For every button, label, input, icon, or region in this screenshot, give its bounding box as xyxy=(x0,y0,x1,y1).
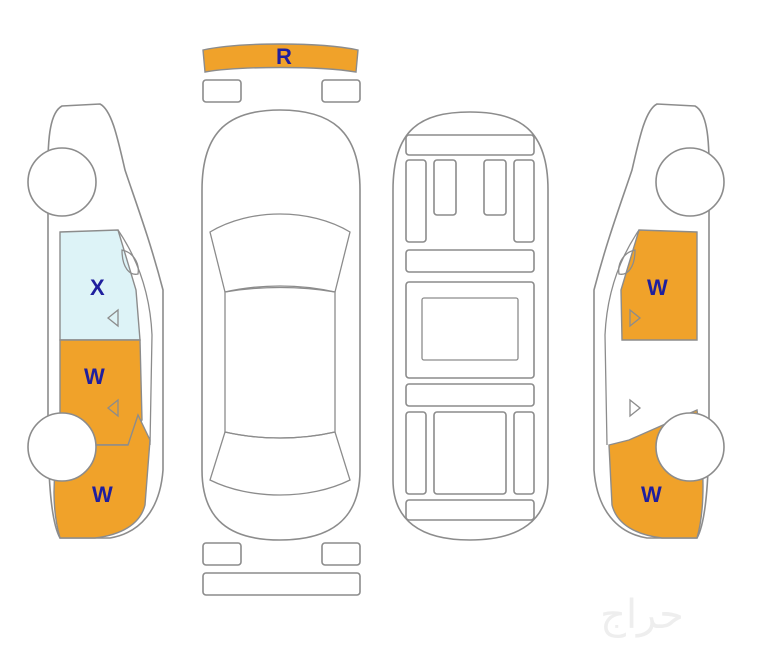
watermark-text: حراج xyxy=(600,592,684,639)
floor-rear-right-seat xyxy=(513,159,535,243)
top-rear-bumper-label: R xyxy=(276,44,292,69)
left-front-door-glass[interactable] xyxy=(59,229,141,341)
left-rear-quarter-label: W xyxy=(92,482,113,507)
left-mirror xyxy=(121,249,139,275)
top-view: R xyxy=(201,43,361,596)
right-front-wheel xyxy=(655,147,725,217)
left-door-handle-2 xyxy=(106,398,119,418)
top-rear-bumper[interactable] xyxy=(202,43,359,73)
floor-center-panel xyxy=(405,281,535,379)
floor-front-center xyxy=(433,411,507,495)
right-front-door-glass[interactable] xyxy=(620,229,698,341)
top-rear-window xyxy=(209,213,351,293)
right-rear-quarter-label: W xyxy=(641,482,662,507)
right-side-view: W W xyxy=(593,103,725,539)
left-door-handle xyxy=(106,308,119,328)
right-window-frame xyxy=(604,229,640,446)
top-car-body xyxy=(201,109,361,541)
right-door-handle xyxy=(629,308,642,328)
right-mirror xyxy=(618,249,636,275)
floor-rear-trunk xyxy=(405,134,535,156)
left-side-view: X W W xyxy=(27,103,164,539)
left-front-door-label: W xyxy=(84,364,105,389)
right-front-door-glass-label: W xyxy=(647,275,668,300)
top-front-right-light xyxy=(321,542,361,566)
top-rear-right-light xyxy=(321,79,361,103)
top-rear-left-light xyxy=(202,79,242,103)
left-front-wheel xyxy=(27,147,97,217)
floor-rear-left-seat xyxy=(405,159,427,243)
left-window-frame xyxy=(117,229,153,446)
left-rear-wheel xyxy=(27,412,97,482)
left-front-door-glass-label: X xyxy=(90,275,105,300)
floor-rear-bench xyxy=(405,249,535,273)
floor-front-left-seat xyxy=(405,411,427,495)
floor-front-bench xyxy=(405,383,535,407)
floor-center-panel-inner xyxy=(421,297,519,361)
floor-front-right-seat xyxy=(513,411,535,495)
top-front-left-light xyxy=(202,542,242,566)
floor-front-dash xyxy=(405,499,535,521)
top-front-bumper xyxy=(202,572,361,596)
right-door-handle-2 xyxy=(629,398,642,418)
right-rear-wheel xyxy=(655,412,725,482)
floor-view xyxy=(392,111,549,541)
floor-rear-seat-2 xyxy=(483,159,507,216)
top-windshield xyxy=(209,431,351,496)
floor-rear-seat-1 xyxy=(433,159,457,216)
